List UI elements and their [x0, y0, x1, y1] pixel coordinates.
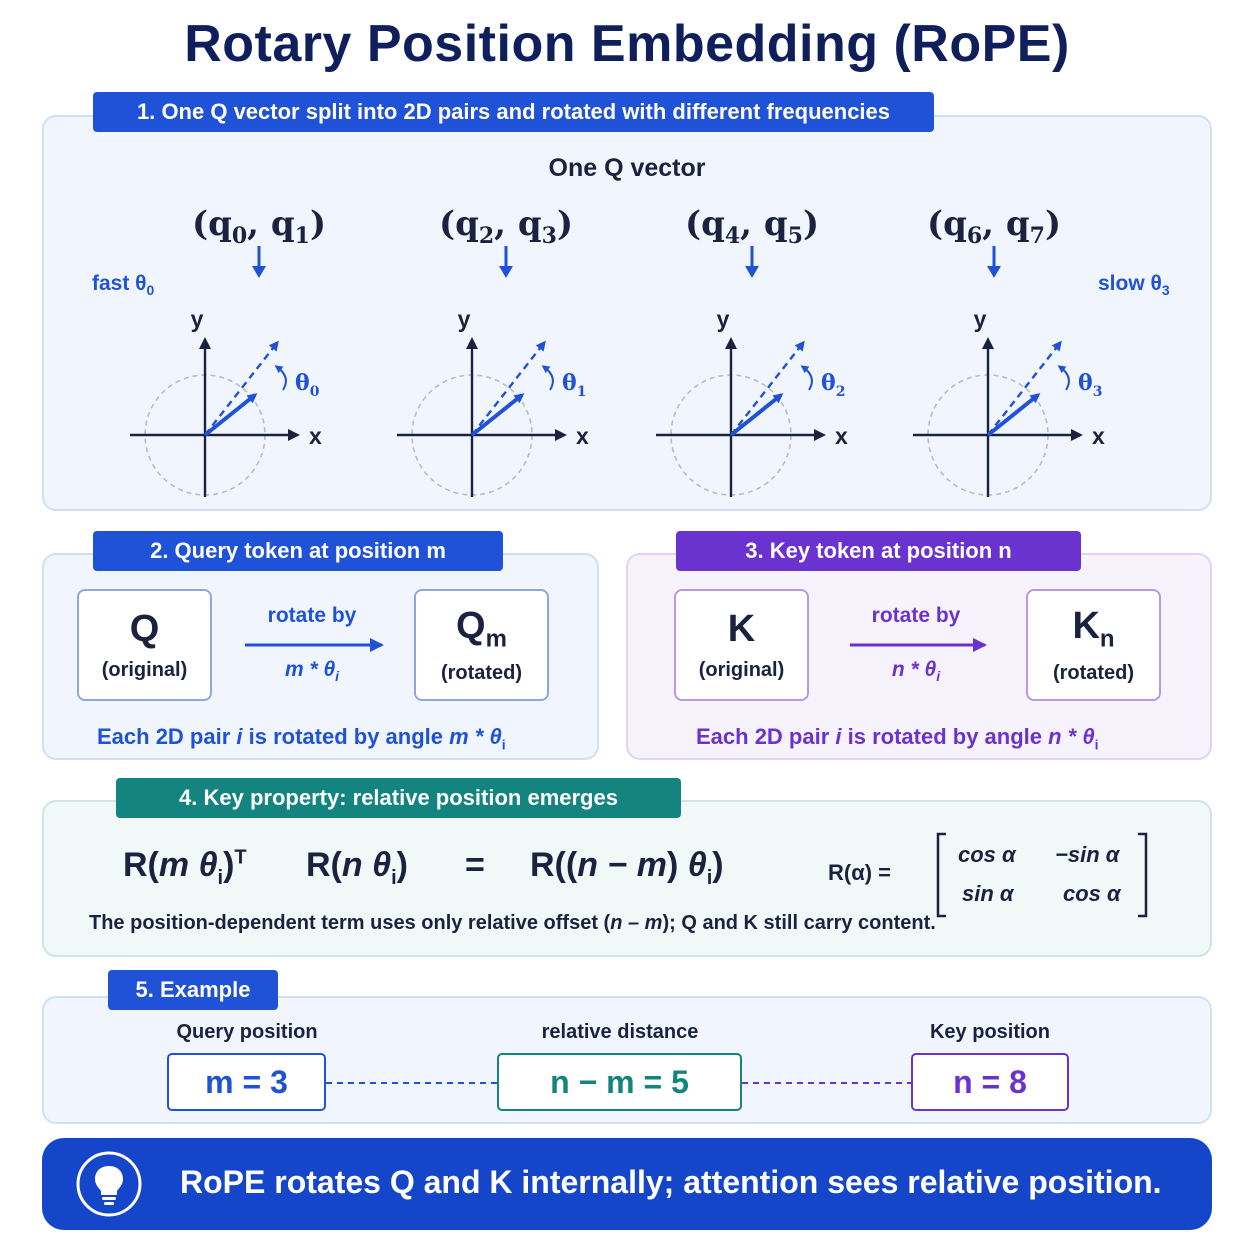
original-vector — [470, 393, 525, 437]
key-original-caption: (original) — [698, 659, 785, 681]
original-vector — [729, 393, 784, 437]
formula-term-2: R(n θi) — [306, 846, 408, 889]
query-original-caption: (original) — [101, 659, 188, 681]
key-rotated-box: Kn (rotated) — [1026, 589, 1161, 701]
key-rotate-label: rotate by — [871, 604, 961, 627]
query-rotated-caption: (rotated) — [440, 661, 523, 684]
query-original-symbol: Q — [129, 608, 160, 650]
query-note: Each 2D pair i is rotated by angle m * θ… — [97, 724, 506, 753]
key-rotated-symbol: Kn — [1072, 605, 1115, 653]
rotation-diagram-1: x y θ1 — [397, 246, 589, 497]
section-1-tab: 1. One Q vector split into 2D pairs and … — [93, 92, 934, 132]
query-rotate-expression: m * θi — [284, 658, 340, 685]
angle-arc — [274, 365, 287, 391]
y-axis-label: y — [191, 306, 204, 332]
query-rotate-label: rotate by — [267, 604, 357, 627]
matrix-cell-21: sin α — [962, 881, 1014, 906]
key-original-symbol: K — [727, 608, 756, 650]
original-vector — [203, 393, 258, 437]
pair-label-2: (q4, q5) — [684, 204, 820, 249]
slow-frequency-label: slow θ3 — [1098, 272, 1170, 299]
key-note: Each 2D pair i is rotated by angle n * θ… — [696, 724, 1099, 753]
formula-term-1: R(m θi)T — [123, 846, 247, 889]
query-rotated-box: Qm (rotated) — [414, 589, 549, 701]
rotation-diagrams: x y θ0 x y θ1 x y θ2 x y θ3 — [130, 246, 1105, 497]
query-position-label: Query position — [176, 1021, 318, 1043]
theta-label: θ3 — [1078, 370, 1102, 400]
section-4-tab: 4. Key property: relative position emerg… — [116, 778, 681, 818]
theta-label: θ1 — [562, 370, 586, 400]
relative-distance-value: n − m = 5 — [497, 1053, 742, 1111]
rotated-vector — [730, 340, 805, 436]
rotated-vector — [987, 340, 1062, 436]
rotation-diagram-0: x y θ0 — [130, 246, 322, 497]
key-rotated-caption: (rotated) — [1052, 661, 1135, 684]
x-axis-label: x — [1092, 423, 1105, 449]
angle-arc — [800, 365, 813, 391]
theta-label: θ2 — [821, 370, 845, 400]
key-rotate-expression: n * θi — [891, 658, 941, 685]
section-1-subtitle: One Q vector — [548, 154, 706, 182]
y-axis-label: y — [717, 306, 730, 332]
x-axis-label: x — [576, 423, 589, 449]
key-position-value: n = 8 — [911, 1053, 1069, 1111]
rotation-diagram-2: x y θ2 — [656, 246, 848, 497]
relative-offset-note: The position-dependent term uses only re… — [89, 912, 936, 934]
query-position-value: m = 3 — [167, 1053, 326, 1111]
formula-term-3: R((n − m) θi) — [530, 846, 724, 889]
matrix-cell-22: cos α — [1063, 881, 1121, 906]
page-title: Rotary Position Embedding (RoPE) — [184, 15, 1070, 73]
pair-label-0: (q0, q1) — [191, 204, 327, 249]
y-axis-label: y — [974, 306, 987, 332]
y-axis-label: y — [458, 306, 471, 332]
section-4-panel — [42, 800, 1212, 957]
original-vector — [986, 393, 1041, 437]
x-axis-label: x — [309, 423, 322, 449]
section-1-panel — [42, 115, 1212, 511]
pair-label-1: (q2, q3) — [438, 204, 574, 249]
rotated-vector — [471, 340, 546, 436]
section-5-tab: 5. Example — [108, 970, 278, 1010]
fast-frequency-label: fast θ0 — [92, 272, 155, 299]
matrix-brackets — [936, 832, 1148, 918]
query-rotated-symbol: Qm — [456, 605, 507, 653]
x-axis-label: x — [835, 423, 848, 449]
key-original-box: K (original) — [674, 589, 809, 701]
rotation-diagram-3: x y θ3 — [913, 246, 1105, 497]
formula-equals: = — [465, 846, 485, 884]
section-2-tab: 2. Query token at position m — [93, 531, 503, 571]
rotate-arrows — [245, 638, 987, 652]
relative-distance-label: relative distance — [541, 1021, 699, 1043]
angle-arc — [541, 365, 554, 391]
lightbulb-icon — [76, 1151, 142, 1217]
section-3-tab: 3. Key token at position n — [676, 531, 1081, 571]
pair-label-3: (q6, q7) — [926, 204, 1062, 249]
matrix-cell-11: cos α — [958, 842, 1016, 867]
rotation-matrix-label: R(α) = — [828, 860, 892, 885]
angle-arc — [1057, 365, 1070, 391]
theta-label: θ0 — [295, 370, 320, 400]
key-position-label: Key position — [929, 1021, 1050, 1043]
query-original-box: Q (original) — [77, 589, 212, 701]
summary-text: RoPE rotates Q and K internally; attenti… — [180, 1164, 1162, 1200]
summary-banner — [42, 1138, 1212, 1230]
matrix-cell-12: −sin α — [1055, 842, 1120, 867]
rotated-vector — [204, 340, 279, 436]
